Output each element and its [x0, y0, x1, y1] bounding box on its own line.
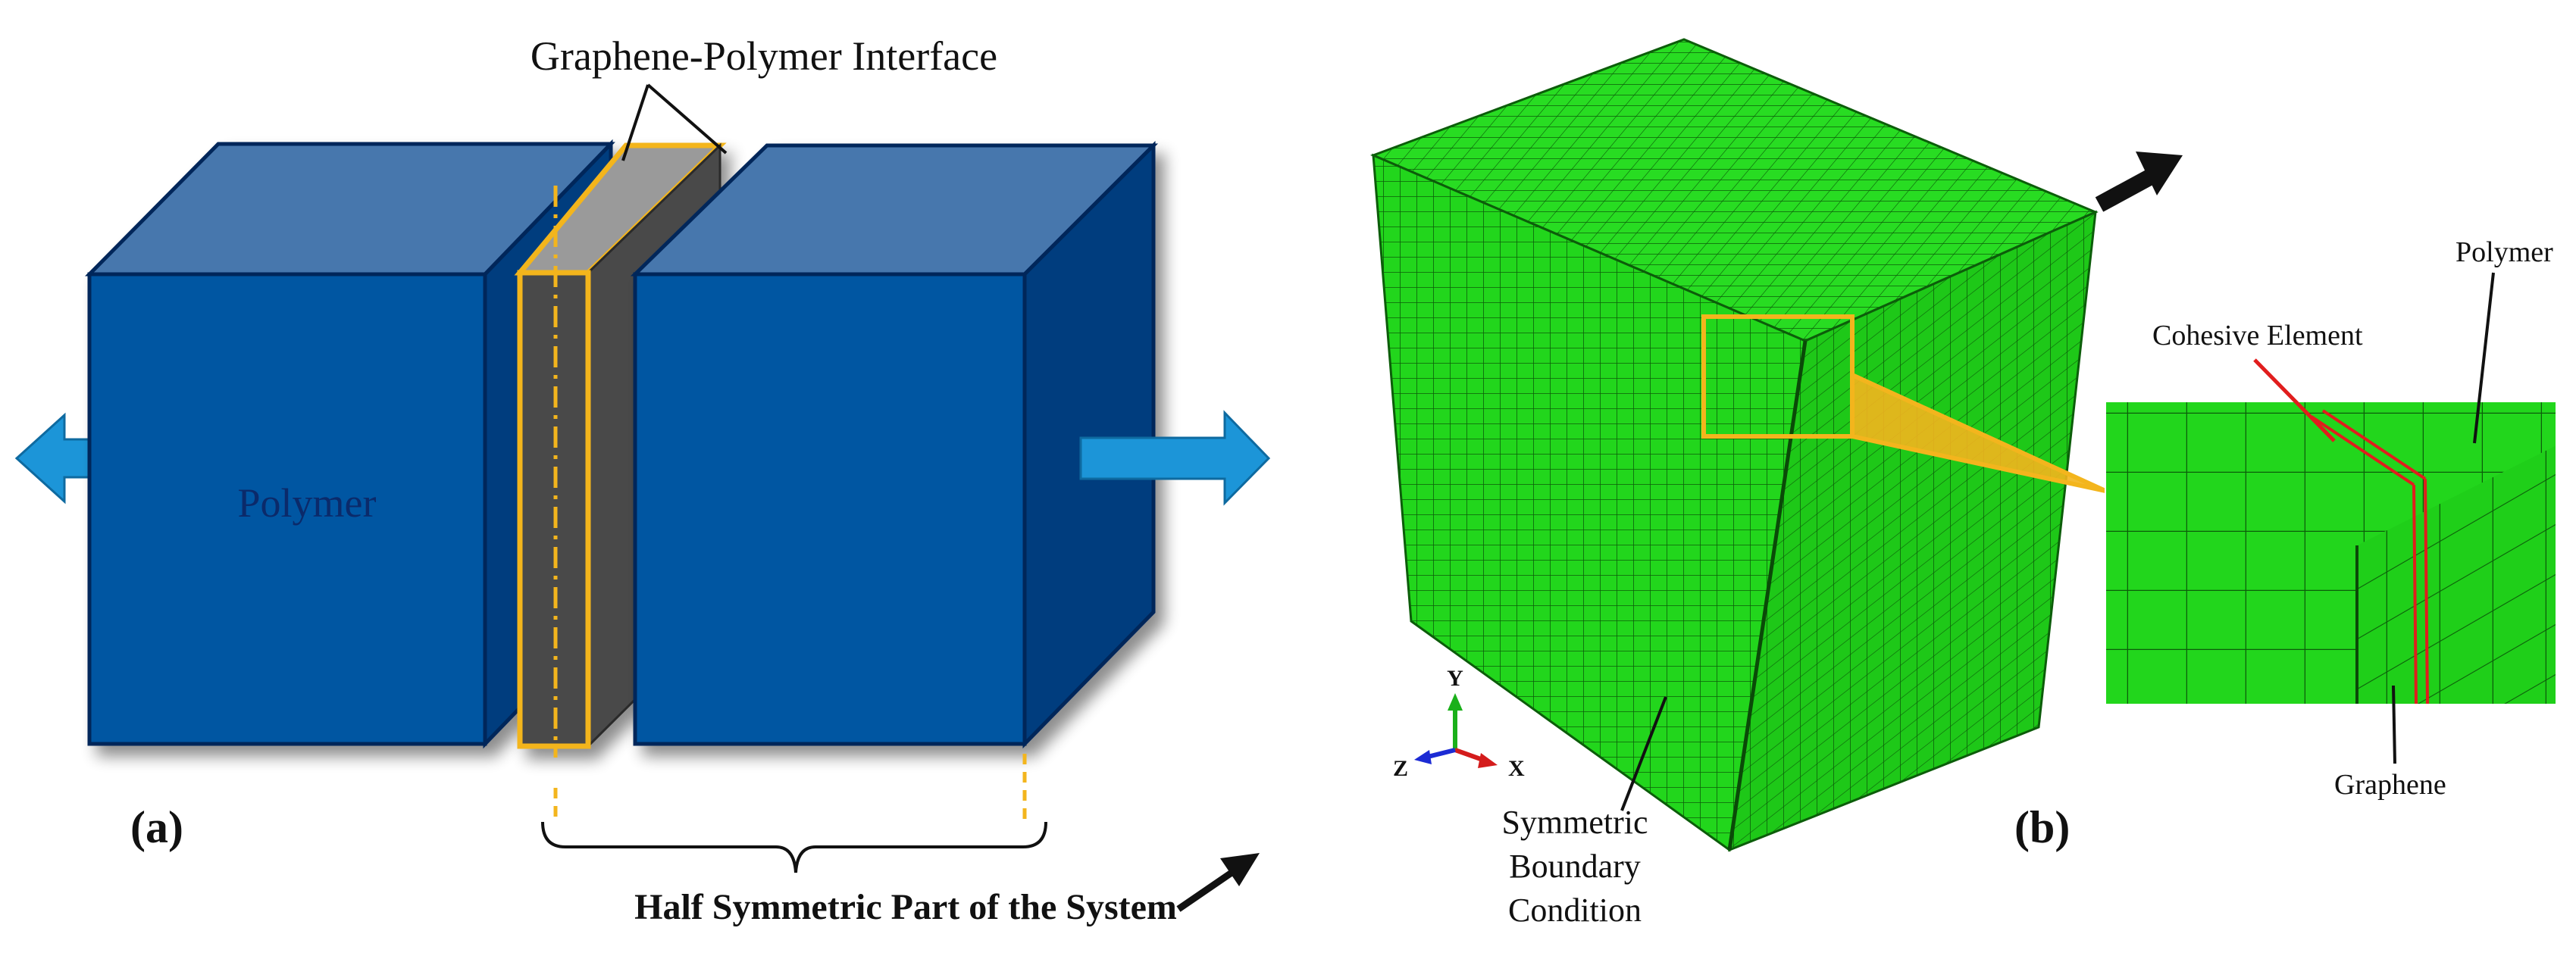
polymer-block-right — [630, 140, 1159, 749]
axis-triad-icon: Y X Z — [1393, 666, 1525, 781]
axis-y-label: Y — [1447, 666, 1463, 691]
arrow-left-icon — [14, 412, 91, 505]
boundary-label-line1: Symmetric — [1501, 804, 1648, 841]
panel-a: Graphene-Polymer Interface Polymer (a) H… — [14, 33, 1271, 927]
boundary-label-line3: Condition — [1508, 892, 1642, 929]
cohesive-element-lines — [2310, 409, 2429, 705]
symmetric-brace — [541, 821, 1047, 873]
boundary-leader — [1620, 696, 1667, 811]
panel-b: Polymer Cohesive Element Graphene Symmet… — [1369, 38, 2557, 929]
boundary-label-line2: Boundary — [1509, 848, 1641, 885]
pull-arrow-icon — [2095, 152, 2183, 212]
graphene-leader — [2392, 685, 2396, 764]
cohesive-leader — [2253, 358, 2336, 442]
arrow-up-right-icon — [1176, 853, 1260, 912]
panel-a-label: (a) — [130, 802, 183, 852]
graphene-label: Graphene — [2334, 769, 2446, 801]
cohesive-label: Cohesive Element — [2152, 320, 2363, 351]
symmetry-line — [553, 186, 1027, 826]
arrow-right-icon — [1079, 410, 1271, 506]
zoom-inset — [2105, 401, 2557, 705]
mesh-cube — [1369, 38, 2099, 852]
axis-z-label: Z — [1393, 756, 1408, 781]
axis-x-label: X — [1508, 756, 1525, 781]
zoom-highlight — [1701, 314, 2107, 493]
polymer-label: Polymer — [238, 480, 377, 526]
polymer-leader — [2473, 272, 2495, 444]
interface-leader-lines — [621, 83, 728, 161]
symmetric-label: Half Symmetric Part of the System — [634, 887, 1177, 927]
panel-b-label: (b) — [2014, 802, 2070, 852]
inset-polymer-label: Polymer — [2455, 236, 2553, 268]
interface-label: Graphene-Polymer Interface — [531, 33, 997, 79]
